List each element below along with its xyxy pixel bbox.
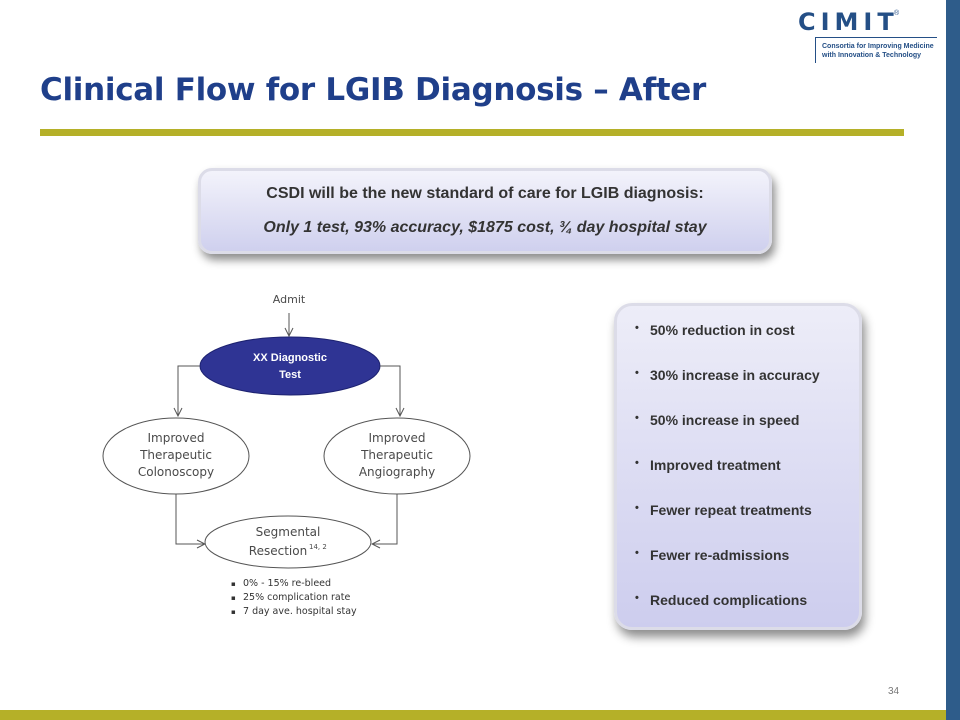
- benefit-item: 50% increase in speed: [635, 412, 820, 457]
- benefit-item: 50% reduction in cost: [635, 322, 820, 367]
- resection-node: [204, 515, 372, 569]
- benefit-item: Fewer re-admissions: [635, 547, 820, 592]
- diagnostic-test-label-line1: XX Diagnostic: [253, 352, 327, 364]
- logo-wordmark: CIMIT: [798, 8, 899, 36]
- benefit-item: Fewer repeat treatments: [635, 502, 820, 547]
- logo-horizontal-line: [815, 37, 937, 38]
- benefits-list: 50% reduction in cost 30% increase in ac…: [635, 322, 820, 637]
- title-underline: [40, 129, 904, 136]
- benefit-item: Improved treatment: [635, 457, 820, 502]
- colonoscopy-to-resection-arrow: [175, 494, 205, 544]
- cimit-logo: CIMIT ® Consortia for Improving Medicine…: [798, 8, 938, 63]
- resection-outcome-item: 0% - 15% re-bleed: [231, 577, 357, 591]
- right-edge-bar: [946, 0, 960, 720]
- colonoscopy-label-line1: Improved: [148, 431, 205, 445]
- colonoscopy-label-line2: Therapeutic: [139, 448, 212, 462]
- angiography-to-resection-arrow: [372, 494, 398, 544]
- benefit-item: 30% increase in accuracy: [635, 367, 820, 412]
- angiography-label-line3: Angiography: [359, 465, 435, 479]
- resection-label-line1: Segmental: [256, 525, 321, 539]
- diagnostic-test-label-line2: Test: [279, 369, 301, 381]
- angiography-label-line1: Improved: [369, 431, 426, 445]
- resection-outcome-item: 25% complication rate: [231, 591, 357, 605]
- page-number: 34: [888, 686, 900, 697]
- resection-label-line2: Resection: [249, 544, 307, 558]
- logo-vertical-line: [815, 37, 816, 63]
- colonoscopy-label-line3: Colonoscopy: [138, 465, 214, 479]
- admit-label: Admit: [273, 293, 306, 306]
- test-to-colonoscopy-arrow: [178, 365, 200, 416]
- logo-subtitle-line1: Consortia for Improving Medicine: [822, 43, 934, 50]
- benefits-panel: 50% reduction in cost 30% increase in ac…: [614, 303, 862, 630]
- standard-of-care-callout: CSDI will be the new standard of care fo…: [198, 168, 772, 254]
- callout-headline: CSDI will be the new standard of care fo…: [266, 185, 704, 202]
- angiography-label-line2: Therapeutic: [360, 448, 433, 462]
- diagnostic-test-node: [199, 336, 381, 396]
- bottom-rule: [0, 710, 946, 720]
- resection-outcome-item: 7 day ave. hospital stay: [231, 605, 357, 619]
- callout-metrics: Only 1 test, 93% accuracy, $1875 cost, ¾…: [263, 219, 707, 236]
- benefit-item: Reduced complications: [635, 592, 820, 637]
- resection-outcomes-list: 0% - 15% re-bleed 25% complication rate …: [231, 577, 357, 619]
- logo-registered-mark: ®: [894, 10, 900, 17]
- slide-title: Clinical Flow for LGIB Diagnosis – After: [40, 72, 707, 108]
- test-to-angiography-arrow: [380, 365, 400, 416]
- logo-subtitle-line2: with Innovation & Technology: [822, 52, 922, 59]
- resection-reference: 14, 2: [309, 543, 327, 551]
- logo-subtitle: Consortia for Improving Medicine with In…: [822, 42, 942, 60]
